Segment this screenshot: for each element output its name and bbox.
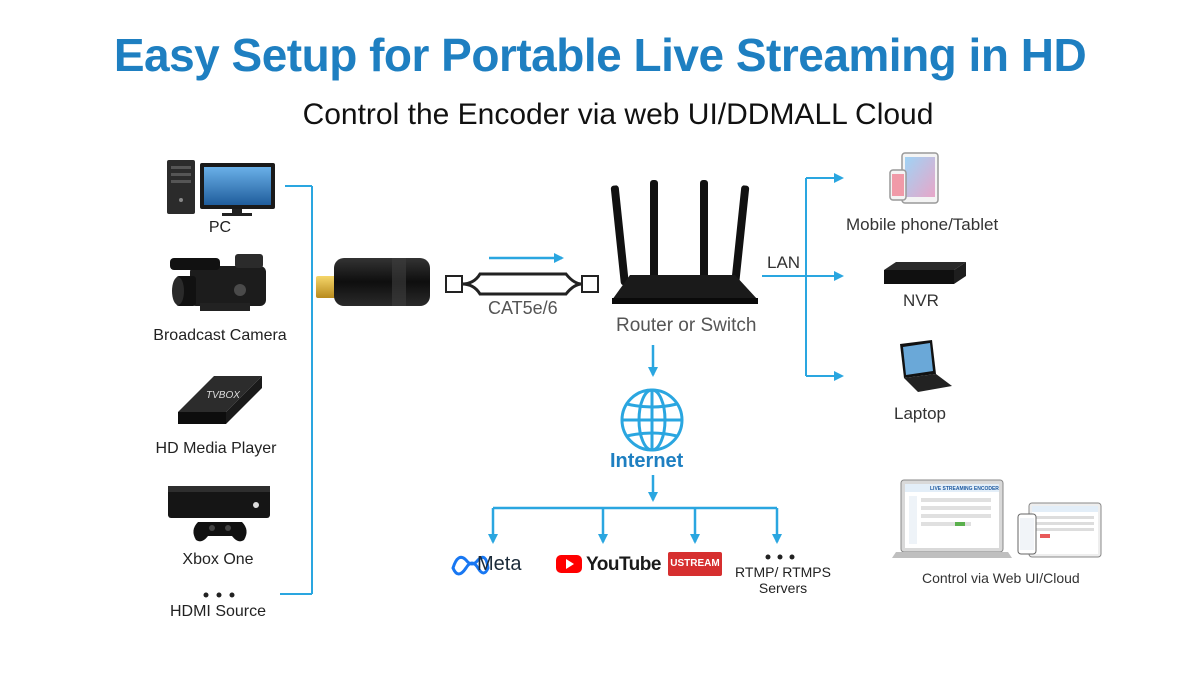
broadcast-camera-icon — [170, 254, 266, 311]
more-dots-icon — [203, 592, 235, 598]
meta-logo — [451, 555, 490, 576]
source-label-media-player: HD Media Player — [155, 440, 277, 457]
source-label-camera: Broadcast Camera — [153, 327, 287, 344]
control-label: Control via Web UI/Cloud — [922, 570, 1080, 586]
media-player-brand: TVBOX — [206, 390, 240, 401]
laptop-icon — [900, 340, 952, 392]
source-bracket — [280, 185, 313, 595]
media-player-icon: TVBOX — [178, 376, 262, 424]
page-subtitle: Control the Encoder via web UI/DDMALL Cl… — [302, 98, 934, 131]
ustream-logo — [668, 552, 722, 576]
rtmp-label-line1: RTMP/ RTMPS — [735, 564, 831, 580]
source-label-pc: PC — [208, 219, 232, 236]
meta-label: Meta — [477, 553, 522, 575]
page-title: Easy Setup for Portable Live Streaming i… — [113, 29, 1087, 81]
lan-device-label-mobile: Mobile phone/Tablet — [846, 215, 999, 234]
pc-icon — [167, 160, 275, 216]
router-label: Router or Switch — [616, 315, 757, 336]
rtmp-dots-icon — [765, 554, 795, 560]
source-label-hdmi: HDMI Source — [169, 603, 267, 620]
lan-label: LAN — [767, 253, 801, 272]
lan-device-label-laptop: Laptop — [894, 404, 946, 423]
source-label-xbox: Xbox One — [182, 551, 254, 568]
cable-label: CAT5e/6 — [488, 298, 558, 318]
lan-distribution — [762, 173, 844, 381]
encoder-icon — [316, 258, 430, 306]
ustream-label: USTREAM — [670, 558, 720, 569]
tablet-phone-icon — [889, 152, 939, 204]
globe-icon — [620, 388, 684, 452]
youtube-logo — [556, 555, 582, 573]
screen-title-text: LIVE STREAMING ENCODER — [930, 486, 999, 492]
nvr-icon — [884, 262, 966, 284]
router-icon — [610, 180, 758, 304]
internet-label: Internet — [610, 450, 684, 472]
rtmp-label-line2: Servers — [758, 580, 808, 596]
youtube-label: YouTube — [586, 554, 661, 575]
xbox-icon — [168, 486, 270, 542]
ethernet-cable — [445, 272, 599, 296]
control-ui-illustration — [892, 479, 1102, 558]
internet-distribution — [488, 475, 782, 544]
lan-device-label-nvr: NVR — [903, 291, 939, 310]
